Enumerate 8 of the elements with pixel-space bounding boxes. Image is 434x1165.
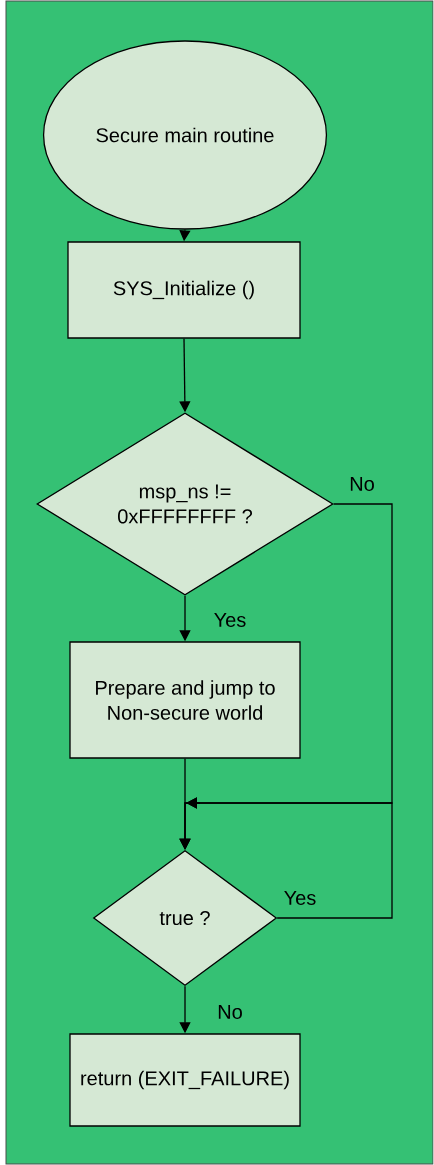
- process-box: Prepare and jump to Non-secure world: [69, 641, 301, 759]
- process-box: return (EXIT_FAILURE): [69, 1033, 301, 1127]
- edge-label: Yes: [284, 891, 316, 905]
- arrow: [179, 797, 393, 919]
- edge-label: No: [350, 477, 374, 491]
- edge-label: Yes: [214, 613, 246, 627]
- edge-label: No: [218, 1005, 242, 1019]
- process-box: SYS_Initialize (): [67, 241, 301, 339]
